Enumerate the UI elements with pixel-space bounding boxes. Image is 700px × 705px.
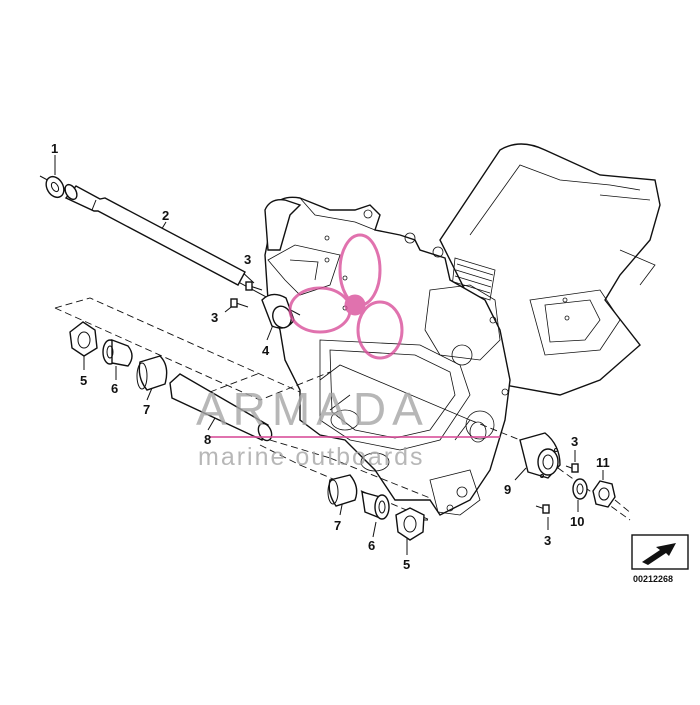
part-6-bushing-right	[361, 491, 390, 520]
callout-3-right-top: 3	[571, 434, 578, 449]
diagram-reference-number: 00212268	[633, 574, 673, 584]
part-11-nut	[592, 480, 633, 515]
part-5-washer-right	[395, 507, 425, 541]
callout-5-right: 5	[403, 557, 410, 572]
part-1-washer	[45, 175, 65, 199]
part-3-screw-c	[565, 463, 579, 473]
callout-7-right: 7	[334, 518, 341, 533]
callout-9: 9	[504, 482, 511, 497]
callout-4: 4	[262, 343, 270, 358]
callout-3-right-bottom: 3	[544, 533, 551, 548]
part-4-flange	[261, 293, 295, 329]
part-8-tube	[169, 373, 273, 442]
callout-3-left: 3	[211, 310, 218, 325]
callout-labels: 1 2 3 3 4 5 6 7 8 3 11 9 10 3 7 6 5	[51, 141, 610, 572]
part-5-washer-left	[69, 321, 98, 357]
part-3-screw-a	[245, 281, 263, 291]
callout-10: 10	[570, 514, 584, 529]
part-6-bushing-left	[102, 338, 133, 367]
part-9-flange-right	[519, 432, 561, 479]
watermark: ARMADA marine outboards	[196, 233, 500, 471]
part-7-sleeve-right	[327, 474, 358, 507]
watermark-subtitle: marine outboards	[198, 443, 425, 471]
arrow-icon	[642, 543, 676, 565]
part-10-washer	[572, 478, 588, 500]
part-3-screw-d	[535, 504, 550, 514]
callout-11: 11	[596, 455, 610, 470]
callout-5-left: 5	[80, 373, 87, 388]
reference-box: 00212268	[631, 534, 689, 584]
callout-7-left: 7	[143, 402, 150, 417]
part-3-screw-b	[230, 298, 249, 308]
watermark-title: ARMADA	[196, 383, 429, 435]
callout-2: 2	[162, 208, 169, 223]
callout-6-right: 6	[368, 538, 375, 553]
part-2-axle	[64, 183, 246, 286]
callout-6-left: 6	[111, 381, 118, 396]
callout-1: 1	[51, 141, 58, 156]
watermark-logo-icon	[288, 233, 404, 360]
part-7-sleeve-left	[136, 355, 168, 391]
callout-3-top: 3	[244, 252, 251, 267]
callout-8: 8	[204, 432, 211, 447]
